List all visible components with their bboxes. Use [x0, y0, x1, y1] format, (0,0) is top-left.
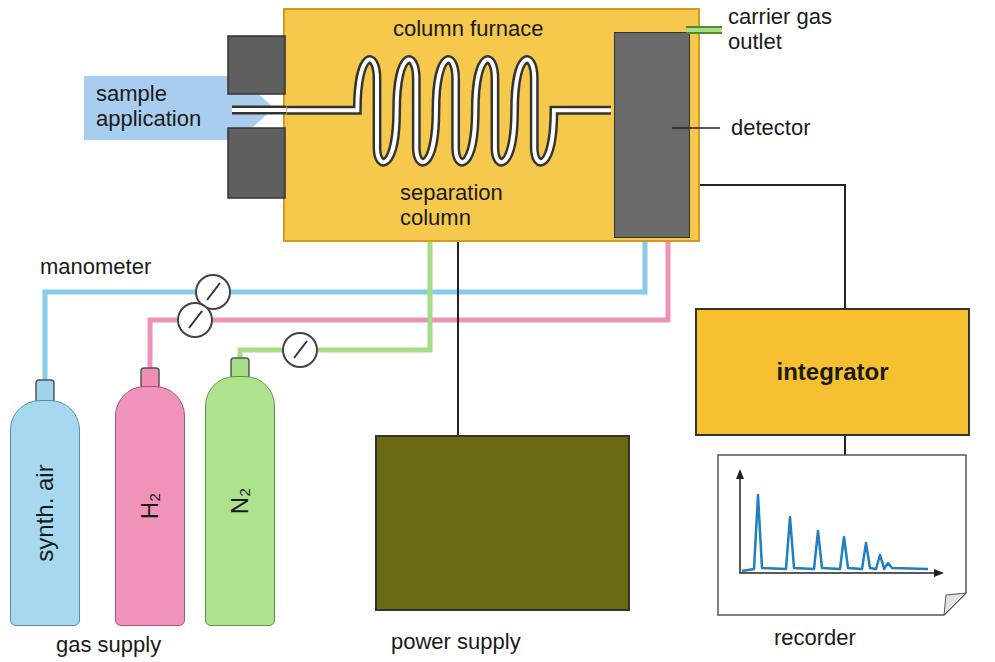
injector-block	[228, 36, 285, 94]
column-furnace: column furnace detector	[283, 8, 700, 242]
column-tube	[232, 108, 286, 112]
axis-arrowhead	[934, 569, 944, 577]
gas-cylinder: N₂	[205, 376, 275, 626]
node-label: recorder	[774, 625, 856, 650]
recorder-sheet: recorder	[718, 455, 966, 615]
connector-line	[690, 185, 845, 308]
manometer-gauge	[283, 333, 317, 367]
node-label: N₂	[226, 488, 254, 515]
node-label: detector	[731, 115, 811, 140]
chart-axes	[740, 473, 940, 573]
cylinder-valve	[231, 358, 249, 378]
node-label: sample application	[96, 81, 246, 132]
connector-line	[844, 436, 846, 455]
connector-line	[240, 242, 430, 376]
chart-drawing	[718, 455, 966, 615]
integrator-box: integrator	[695, 308, 970, 436]
sample-arrow: sample application	[84, 72, 274, 144]
connector-line	[457, 242, 459, 435]
paper-fold	[944, 593, 966, 615]
manometer-gauge	[178, 303, 212, 337]
leader-line	[672, 127, 720, 129]
sample-arrow-shape	[84, 72, 274, 144]
power-supply: power supply	[375, 435, 630, 611]
cylinder-valve	[36, 380, 54, 402]
part-label: carrier gas outlet	[728, 4, 838, 55]
part-label: separation column	[400, 180, 550, 231]
node-label: synth. air	[31, 464, 59, 561]
outlet-pipe	[686, 28, 722, 32]
connector-line	[150, 238, 668, 386]
axis-arrowhead	[736, 469, 744, 479]
injector-block	[228, 128, 285, 198]
part-label: gas supply	[56, 632, 161, 657]
paper-sheet	[718, 455, 966, 615]
separation-column-coil	[287, 60, 611, 163]
outlet-pipe	[686, 26, 722, 34]
node-label: H₂	[136, 493, 164, 520]
node-label: power supply	[391, 629, 521, 654]
gas-cylinder: H₂	[115, 386, 185, 626]
cylinder-valve	[141, 368, 159, 388]
part-label: manometer	[40, 254, 151, 279]
column-tube	[232, 106, 286, 115]
node-label: column furnace	[393, 16, 543, 41]
detector-box: detector	[614, 32, 690, 238]
separation-column-coil	[287, 60, 611, 163]
chromatogram-peaks	[742, 495, 928, 571]
gas-cylinder: synth. air	[10, 400, 80, 626]
node-label: integrator	[776, 358, 888, 386]
